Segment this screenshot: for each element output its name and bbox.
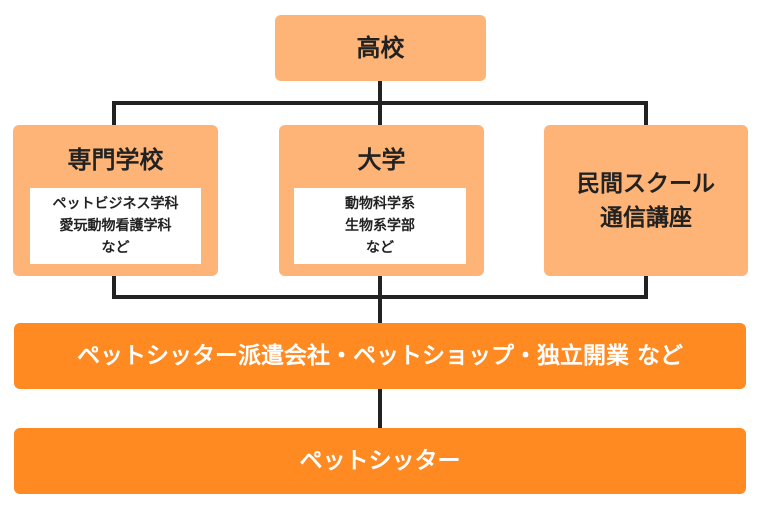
detail-line: ペットビジネス学科 bbox=[52, 196, 179, 212]
private-school-title: 民間スクール bbox=[577, 171, 715, 197]
high-school-label: 高校 bbox=[356, 34, 405, 62]
private-school-box: 民間スクール 通信講座 bbox=[544, 125, 748, 276]
detail-line: など bbox=[101, 240, 130, 256]
detail-line: など bbox=[366, 240, 394, 256]
vocational-school-title: 専門学校 bbox=[67, 146, 164, 174]
pet-sitter-label: ペットシッター bbox=[299, 448, 461, 474]
detail-line: 動物科学系 bbox=[345, 196, 415, 212]
university-title: 大学 bbox=[357, 146, 406, 174]
vocational-school-details: ペットビジネス学科 愛玩動物看護学科 など bbox=[30, 188, 201, 264]
careers-bar: ペットシッター派遣会社・ペットショップ・独立開業 など bbox=[14, 323, 746, 389]
vocational-school-box: 専門学校 ペットビジネス学科 愛玩動物看護学科 など bbox=[13, 125, 218, 276]
detail-line: 生物系学部 bbox=[345, 218, 415, 234]
detail-line: 愛玩動物看護学科 bbox=[59, 218, 172, 234]
careers-label: ペットシッター派遣会社・ペットショップ・独立開業 など bbox=[76, 343, 683, 369]
university-details: 動物科学系 生物系学部 など bbox=[294, 188, 466, 264]
university-box: 大学 動物科学系 生物系学部 など bbox=[279, 125, 484, 276]
high-school-box: 高校 bbox=[275, 15, 486, 81]
pet-sitter-bar: ペットシッター bbox=[14, 428, 746, 494]
correspondence-course-title: 通信講座 bbox=[600, 205, 692, 231]
